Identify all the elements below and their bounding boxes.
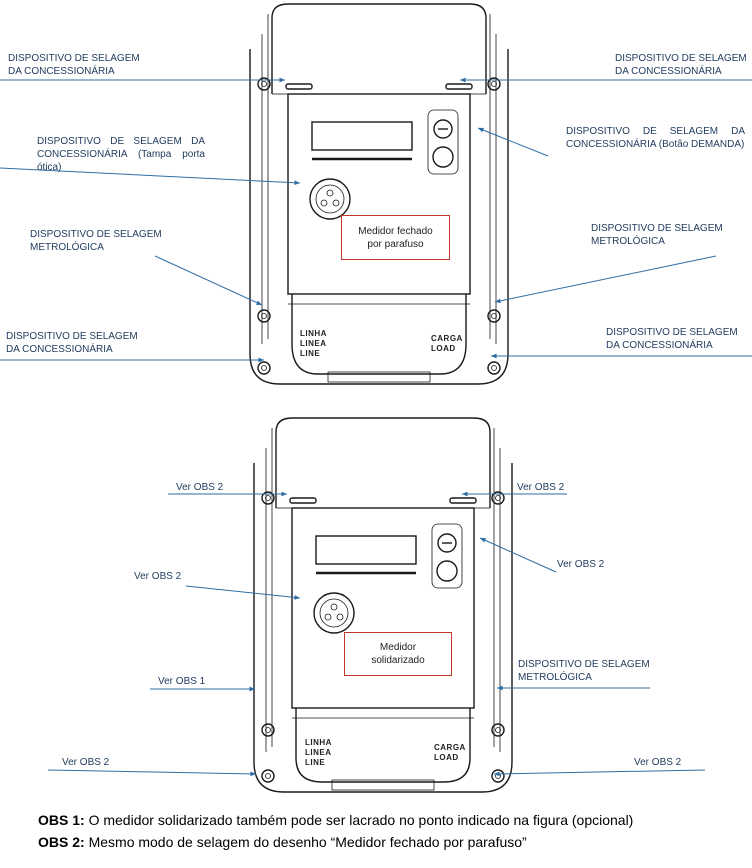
demand-button-lower [436, 560, 458, 582]
seal-screw [491, 491, 505, 505]
label-metro-right-bottom: DISPOSITIVO DE SELAGEM METROLÓGICA [518, 659, 650, 683]
seal-screw [487, 77, 501, 91]
leader-line [154, 255, 263, 306]
seal-screw [257, 77, 271, 91]
leader-arrowhead [491, 353, 497, 359]
label-seal-top-right: DISPOSITIVO DE SELAGEM DA CONCESSIONÁRIA [615, 53, 747, 77]
seal-screw [491, 769, 505, 783]
leader-line [477, 127, 549, 157]
leader-arrowhead [258, 357, 264, 363]
optical-port [309, 178, 351, 220]
seal-slot [285, 83, 313, 90]
label-obs2-top-right: Ver OBS 2 [517, 482, 565, 493]
note-obs1: OBS 1: O medidor solidarizado também pod… [38, 812, 634, 828]
label-metro-left: DISPOSITIVO DE SELAGEM METROLÓGICA [30, 229, 162, 253]
meter-cover-body [287, 93, 471, 295]
label-obs2-optical: Ver OBS 2 [134, 571, 182, 582]
leader-line [0, 167, 301, 184]
leader-arrowhead [495, 298, 501, 304]
label-seal-optical: DISPOSITIVO DE SELAGEM DA CONCESSIONÁRIA… [37, 136, 205, 173]
leader-arrowhead [256, 300, 262, 305]
side-rib [267, 14, 491, 339]
base-foot [327, 371, 431, 383]
seal-screw [487, 309, 501, 323]
seal-slot [445, 83, 473, 90]
seal-screw [261, 491, 275, 505]
label-obs2-top-left: Ver OBS 2 [176, 482, 224, 493]
leader-arrowhead [294, 180, 300, 186]
label-metro-right: DISPOSITIVO DE SELAGEM METROLÓGICA [591, 223, 723, 247]
terminal-cover [291, 294, 467, 375]
side-rib [271, 428, 495, 747]
display-window [315, 535, 417, 565]
label-obs1-left: Ver OBS 1 [158, 676, 206, 687]
leader-arrowhead [249, 686, 255, 692]
demand-button [433, 119, 453, 139]
label-seal-top-left: DISPOSITIVO DE SELAGEM DA CONCESSIONÁRIA [8, 53, 140, 77]
demand-button-housing [427, 109, 459, 175]
leader-line [494, 255, 717, 303]
leader-arrowhead [494, 771, 500, 777]
leader-arrowhead [250, 771, 256, 777]
seal-slot [449, 497, 477, 504]
leader-arrowhead [478, 127, 484, 133]
seal-screw [257, 309, 271, 323]
leader-arrowhead [279, 77, 285, 83]
label-obs2-demand: Ver OBS 2 [557, 559, 605, 570]
label-seal-bottom-left: DISPOSITIVO DE SELAGEM DA CONCESSIONÁRIA [6, 331, 138, 355]
leader-line [479, 537, 557, 573]
base-foot [331, 779, 435, 791]
leader-arrowhead [497, 685, 503, 691]
demand-button-housing [431, 523, 463, 589]
leader-line [185, 585, 301, 599]
seal-screw [261, 723, 275, 737]
optical-port [313, 592, 355, 634]
seal-screw [487, 361, 501, 375]
label-obs2-bottom-right: Ver OBS 2 [634, 757, 682, 768]
meter-cover-top [271, 3, 487, 94]
meter-base-outline [249, 49, 509, 385]
leader-arrowhead [294, 595, 300, 600]
seal-screw [261, 769, 275, 783]
display-window [311, 121, 413, 151]
seal-slot [289, 497, 317, 504]
demand-button-lower [432, 146, 454, 168]
leader-arrowhead [460, 77, 466, 83]
seal-screw [257, 361, 271, 375]
side-rib [265, 448, 501, 752]
demand-button [437, 533, 457, 553]
leader-arrowhead [462, 491, 468, 497]
leader-arrowhead [281, 491, 287, 497]
seal-screw [491, 723, 505, 737]
leader-arrowhead [480, 538, 486, 543]
label-obs2-bottom-left: Ver OBS 2 [62, 757, 110, 768]
terminal-cover [295, 708, 471, 783]
meter-drawing-top [249, 3, 509, 385]
leader-line [493, 769, 706, 775]
leader-lines [0, 77, 752, 777]
leader-line [47, 769, 257, 775]
meter-cover-body [291, 507, 475, 709]
meter-base-outline [253, 463, 513, 793]
label-seal-bottom-right: DISPOSITIVO DE SELAGEM DA CONCESSIONÁRIA [606, 327, 738, 351]
note-obs2: OBS 2: Mesmo modo de selagem do desenho … [38, 834, 527, 850]
meter-cover-top [275, 417, 491, 508]
meter-drawing-bottom [253, 417, 513, 793]
label-seal-demand: DISPOSITIVO DE SELAGEM DA CONCESSIONÁRIA… [566, 126, 745, 150]
